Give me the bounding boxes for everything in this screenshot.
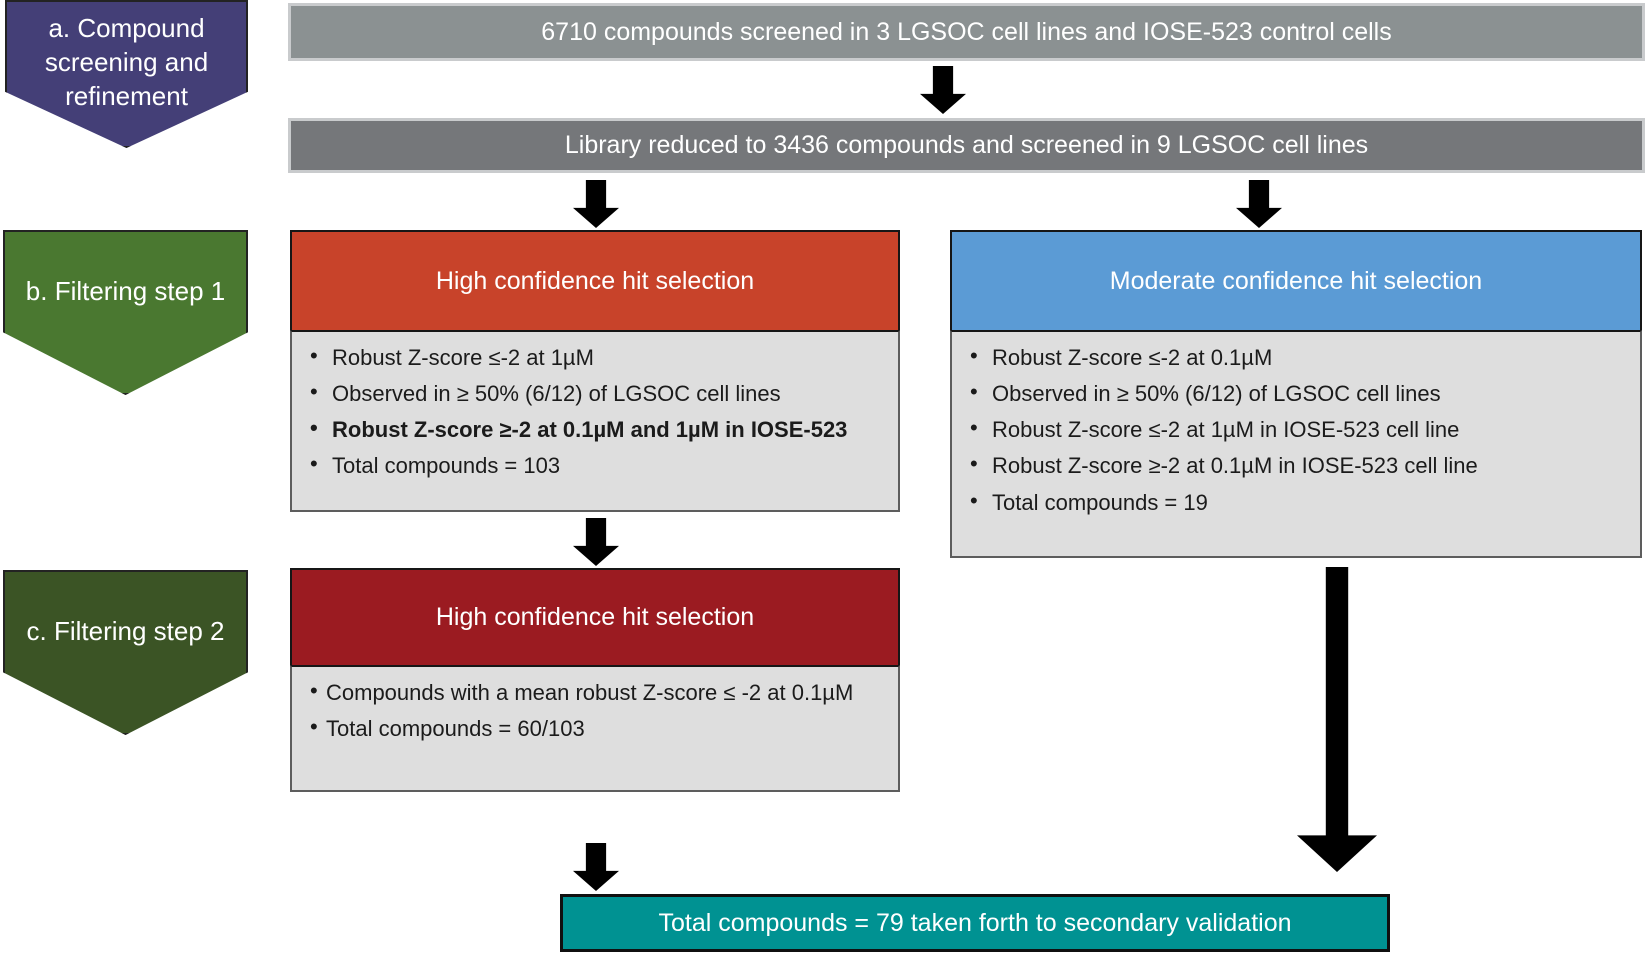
final-outcome-bar: Total compounds = 79 taken forth to seco… xyxy=(560,894,1390,952)
list-item: Observed in ≥ 50% (6/12) of LGSOC cell l… xyxy=(966,378,1630,408)
process-bar-screen2: Library reduced to 3436 compounds and sc… xyxy=(288,118,1645,173)
stage-label-b: b. Filtering step 1 xyxy=(3,230,248,395)
panel-moderate-confidence: Moderate confidence hit selection Robust… xyxy=(950,230,1642,558)
panel-moderate-confidence-header-text: Moderate confidence hit selection xyxy=(1109,266,1483,295)
panel-moderate-confidence-bullets: Robust Z-score ≤-2 at 0.1µM Observed in … xyxy=(966,342,1630,517)
list-item: Total compounds = 19 xyxy=(966,487,1630,517)
stage-label-b-text: b. Filtering step 1 xyxy=(25,275,226,306)
list-item: Compounds with a mean robust Z-score ≤ -… xyxy=(306,677,888,707)
arrow-moderate-confidence-to-outcome xyxy=(1297,567,1377,872)
panel-high-confidence-step1-bullets: Robust Z-score ≤-2 at 1µM Observed in ≥ … xyxy=(306,342,888,481)
arrow-screen2-to-moderate-confidence xyxy=(1236,180,1282,228)
stage-label-c: c. Filtering step 2 xyxy=(3,570,248,735)
list-item: Robust Z-score ≤-2 at 0.1µM xyxy=(966,342,1630,372)
stage-label-c-text: c. Filtering step 2 xyxy=(26,615,225,646)
panel-high-confidence-step1-header-text: High confidence hit selection xyxy=(435,266,755,295)
panel-high-confidence-step1: High confidence hit selection Robust Z-s… xyxy=(290,230,900,512)
panel-high-confidence-step2-header: High confidence hit selection xyxy=(290,568,900,665)
list-item: Robust Z-score ≤-2 at 1µM xyxy=(306,342,888,372)
arrow-high-confidence-step1-to-step2 xyxy=(573,518,619,566)
panel-high-confidence-step2-body: Compounds with a mean robust Z-score ≤ -… xyxy=(290,665,900,792)
list-item: Total compounds = 103 xyxy=(306,450,888,480)
arrow-high-confidence-step2-to-outcome xyxy=(573,843,619,891)
panel-high-confidence-step1-body: Robust Z-score ≤-2 at 1µM Observed in ≥ … xyxy=(290,330,900,512)
panel-high-confidence-step2-header-text: High confidence hit selection xyxy=(435,603,755,631)
process-bar-screen1: 6710 compounds screened in 3 LGSOC cell … xyxy=(288,3,1645,61)
panel-high-confidence-step1-header: High confidence hit selection xyxy=(290,230,900,330)
process-bar-screen2-text: Library reduced to 3436 compounds and sc… xyxy=(564,131,1369,159)
list-item: Observed in ≥ 50% (6/12) of LGSOC cell l… xyxy=(306,378,888,408)
final-outcome-text: Total compounds = 79 taken forth to seco… xyxy=(658,908,1292,937)
arrow-screen2-to-high-confidence xyxy=(573,180,619,228)
stage-label-a-text: a. Compound screening and refinement xyxy=(44,13,209,111)
list-item: Robust Z-score ≥-2 at 0.1µM in IOSE-523 … xyxy=(966,450,1630,480)
panel-moderate-confidence-body: Robust Z-score ≤-2 at 0.1µM Observed in … xyxy=(950,330,1642,558)
arrow-screen1-to-screen2 xyxy=(920,66,966,114)
list-item: Total compounds = 60/103 xyxy=(306,713,888,743)
stage-label-a: a. Compound screening and refinement xyxy=(5,0,248,148)
list-item: Robust Z-score ≥-2 at 0.1µM and 1µM in I… xyxy=(306,414,888,444)
panel-moderate-confidence-header: Moderate confidence hit selection xyxy=(950,230,1642,330)
panel-high-confidence-step2-bullets: Compounds with a mean robust Z-score ≤ -… xyxy=(306,677,888,743)
process-bar-screen1-text: 6710 compounds screened in 3 LGSOC cell … xyxy=(541,17,1392,46)
list-item: Robust Z-score ≤-2 at 1µM in IOSE-523 ce… xyxy=(966,414,1630,444)
panel-high-confidence-step2: High confidence hit selection Compounds … xyxy=(290,568,900,792)
